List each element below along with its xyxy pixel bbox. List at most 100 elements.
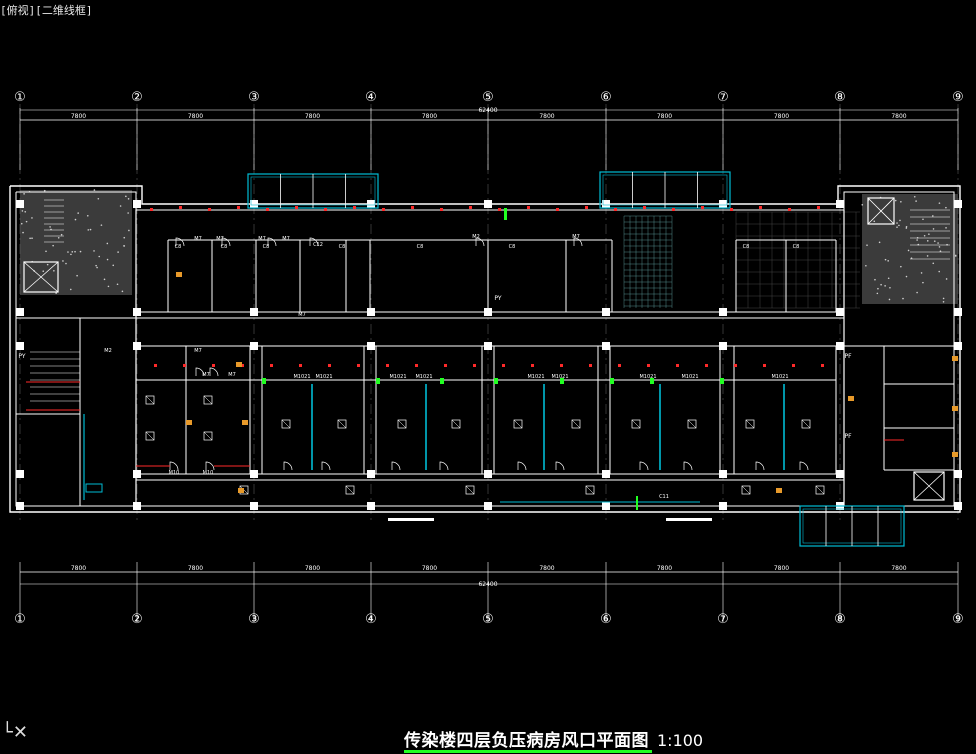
axis-bubble: ③ [248, 90, 260, 105]
bay-dimension: 7800 [539, 113, 554, 120]
hatch-dot [916, 239, 918, 241]
red-marker [498, 208, 501, 211]
green-diffuser [494, 378, 498, 384]
red-marker [295, 206, 298, 209]
fixture-marker [242, 420, 248, 425]
hatch-dot [101, 224, 103, 226]
axis-bubble: ⑨ [952, 90, 964, 105]
red-marker [676, 364, 679, 367]
red-marker [353, 206, 356, 209]
hatch-dot [93, 250, 95, 252]
hatch-dot [21, 223, 23, 225]
hatch-dot [921, 272, 923, 274]
hatch-dot [47, 264, 49, 266]
structural-column [367, 470, 375, 478]
structural-column [484, 200, 492, 208]
door-label: M7 [194, 348, 202, 354]
air-vent-cross [514, 420, 522, 428]
door-label: M1021 [551, 374, 568, 380]
hatch-dot [916, 292, 918, 294]
structural-column [367, 200, 375, 208]
air-vent-cross [466, 486, 474, 494]
plan-annotations: M7M7M7M7C12M7M2M7M2M7M7M7M10M10M1021M102… [18, 234, 852, 500]
door-swing [392, 462, 400, 470]
hatch-dot [122, 291, 124, 293]
room-mark: PY [18, 353, 25, 360]
hatch-dot [902, 298, 904, 300]
red-marker [328, 364, 331, 367]
hatch-dot [900, 266, 902, 268]
hatch-dot [865, 265, 867, 267]
window-label: C8 [263, 244, 270, 250]
total-dimension: 62400 [478, 107, 497, 114]
door-label: M2 [472, 234, 480, 240]
hatch-dot [42, 270, 44, 272]
red-marker [556, 208, 559, 211]
structural-column [719, 308, 727, 316]
hatch-dot [945, 207, 947, 209]
fixture-marker [236, 362, 242, 367]
hatch-dot [52, 245, 54, 247]
green-diffuser [636, 496, 638, 510]
structural-column [484, 502, 492, 510]
red-marker [469, 206, 472, 209]
door-swing [800, 462, 808, 470]
red-marker [643, 206, 646, 209]
fixture-marker [186, 420, 192, 425]
hatch-dot [108, 286, 110, 288]
hatch-dot [22, 210, 24, 212]
bay-dimension: 7800 [188, 565, 203, 572]
hatch-dot [61, 234, 63, 236]
hatch-dot [26, 221, 28, 223]
hatch-dot [943, 298, 945, 300]
hatch-dot [915, 200, 917, 202]
hatch-dot [895, 200, 897, 202]
axis-bubble: ② [131, 90, 143, 105]
structural-column [484, 470, 492, 478]
bay-dimension: 7800 [305, 113, 320, 120]
hatch-dot [22, 232, 24, 234]
door-swing [556, 462, 564, 470]
title-underline [404, 750, 652, 753]
structural-column [16, 308, 24, 316]
red-marker [705, 364, 708, 367]
door-label: M1021 [315, 374, 332, 380]
red-marker [585, 206, 588, 209]
structural-column [836, 308, 844, 316]
hatch-dot [49, 226, 51, 228]
air-vent-cross [688, 420, 696, 428]
bay-dimension: 7800 [657, 565, 672, 572]
hatch-dot [75, 219, 77, 221]
structural-column [602, 342, 610, 350]
structural-column [133, 308, 141, 316]
hatch-dot [70, 254, 72, 256]
building-walls [10, 186, 962, 512]
door-label: M7 [298, 312, 306, 318]
red-marker [150, 208, 153, 211]
red-marker [647, 364, 650, 367]
door-label: M1021 [293, 374, 310, 380]
red-marker [672, 208, 675, 211]
door-label: M7 [202, 372, 210, 378]
ucs-icon: └✕ [2, 722, 28, 743]
hatch-dot [888, 277, 890, 279]
bay-dimension: 7800 [422, 113, 437, 120]
hatch-dot [98, 198, 100, 200]
air-vent-cross [282, 420, 290, 428]
axis-bubble: ④ [365, 90, 377, 105]
hatch-dot [877, 293, 879, 295]
red-marker [614, 208, 617, 211]
axis-bubble: ⑥ [600, 90, 612, 105]
structural-column [133, 502, 141, 510]
structural-column [133, 470, 141, 478]
hatch-dot [889, 299, 891, 301]
hatch-dot [879, 242, 881, 244]
door-label: M1021 [389, 374, 406, 380]
fixture-marker [238, 488, 244, 493]
hatch-dot [927, 255, 929, 257]
red-marker [560, 364, 563, 367]
red-marker [473, 364, 476, 367]
red-marker [208, 208, 211, 211]
hatch-dot [77, 212, 79, 214]
